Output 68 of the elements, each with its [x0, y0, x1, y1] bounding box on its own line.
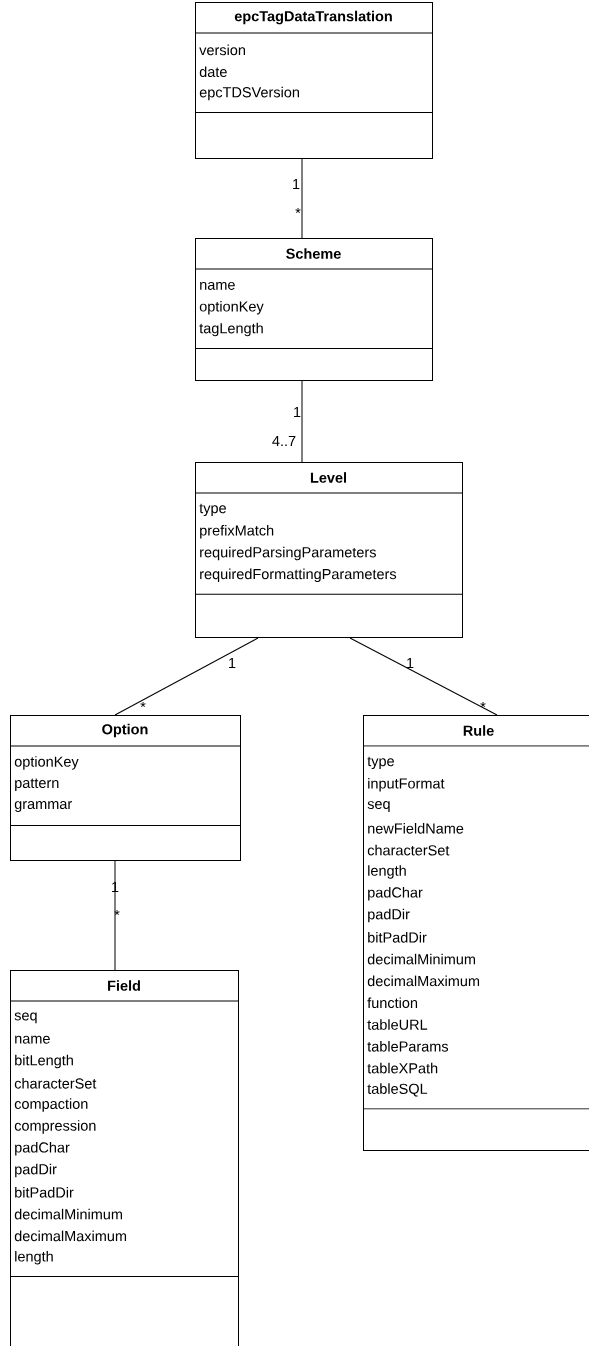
class-name: epcTagDataTranslation [234, 10, 392, 25]
attribute: tableParams [367, 1041, 449, 1052]
attribute: decimalMinimum [14, 1208, 122, 1220]
attribute: padChar [15, 1141, 70, 1156]
multiplicity: 1 [112, 882, 119, 892]
attribute: compaction [14, 1098, 88, 1112]
attribute: tagLength [199, 322, 263, 337]
attribute: bitLength [15, 1054, 73, 1069]
attribute: requiredParsingParameters [200, 546, 376, 561]
multiplicity: 1 [407, 658, 414, 668]
attribute: length [15, 1250, 53, 1265]
attribute: name [15, 1035, 50, 1044]
attribute: newFieldName [368, 823, 464, 834]
attribute: seq [367, 801, 390, 812]
attribute: grammar [14, 801, 72, 812]
attribute: characterSet [14, 1078, 97, 1089]
association-line [301, 380, 303, 463]
attribute: padChar [368, 886, 423, 901]
class-box [194, 238, 433, 381]
attribute: length [368, 865, 406, 879]
attribute: prefixMatch [200, 524, 274, 539]
multiplicity: * [140, 702, 146, 708]
association-line [114, 860, 116, 971]
attribute: characterSet [367, 844, 450, 856]
class-box [9, 970, 239, 1346]
class-name: Scheme [286, 248, 341, 259]
attribute: compression [14, 1120, 96, 1134]
attribute: pattern [15, 778, 59, 791]
attribute: optionKey [14, 756, 79, 770]
attribute: inputFormat [368, 777, 445, 792]
attribute: bitPadDir [368, 932, 427, 943]
multiplicity: * [114, 910, 120, 916]
multiplicity: * [480, 702, 486, 708]
association-line [114, 637, 259, 716]
attribute: version [199, 44, 245, 56]
attribute: name [200, 281, 235, 290]
attribute: decimalMaximum [367, 975, 480, 987]
class-box [362, 715, 589, 1151]
class-box [194, 462, 463, 638]
class-name: Field [108, 980, 140, 991]
attribute: padDir [368, 908, 410, 923]
attribute: decimalMinimum [367, 953, 475, 965]
attribute: padDir [15, 1163, 57, 1178]
attribute: function [367, 997, 418, 1009]
multiplicity: 1 [229, 658, 236, 668]
attribute: epcTDSVersion [199, 86, 299, 101]
class-name: Rule [463, 725, 494, 736]
attribute: tableSQL [367, 1083, 428, 1097]
multiplicity: 4..7 [272, 436, 296, 446]
attribute: type [199, 503, 226, 517]
multiplicity: 1 [293, 179, 300, 189]
attribute: optionKey [199, 300, 264, 315]
multiplicity: 1 [294, 407, 301, 417]
association-line [349, 637, 498, 716]
class-name: Option [102, 723, 148, 738]
attribute: tableURL [367, 1019, 428, 1030]
attribute: tableXPath [367, 1062, 438, 1074]
attribute: seq [14, 1012, 37, 1024]
class-box [194, 2, 433, 159]
class-box [9, 715, 241, 861]
association-line [301, 158, 303, 239]
attribute: decimalMaximum [14, 1230, 127, 1242]
class-name: Level [310, 472, 346, 483]
attribute: type [367, 756, 394, 770]
multiplicity: * [295, 208, 301, 214]
attribute: requiredFormattingParameters [200, 568, 397, 583]
attribute: bitPadDir [15, 1187, 74, 1198]
attribute: date [199, 66, 227, 77]
